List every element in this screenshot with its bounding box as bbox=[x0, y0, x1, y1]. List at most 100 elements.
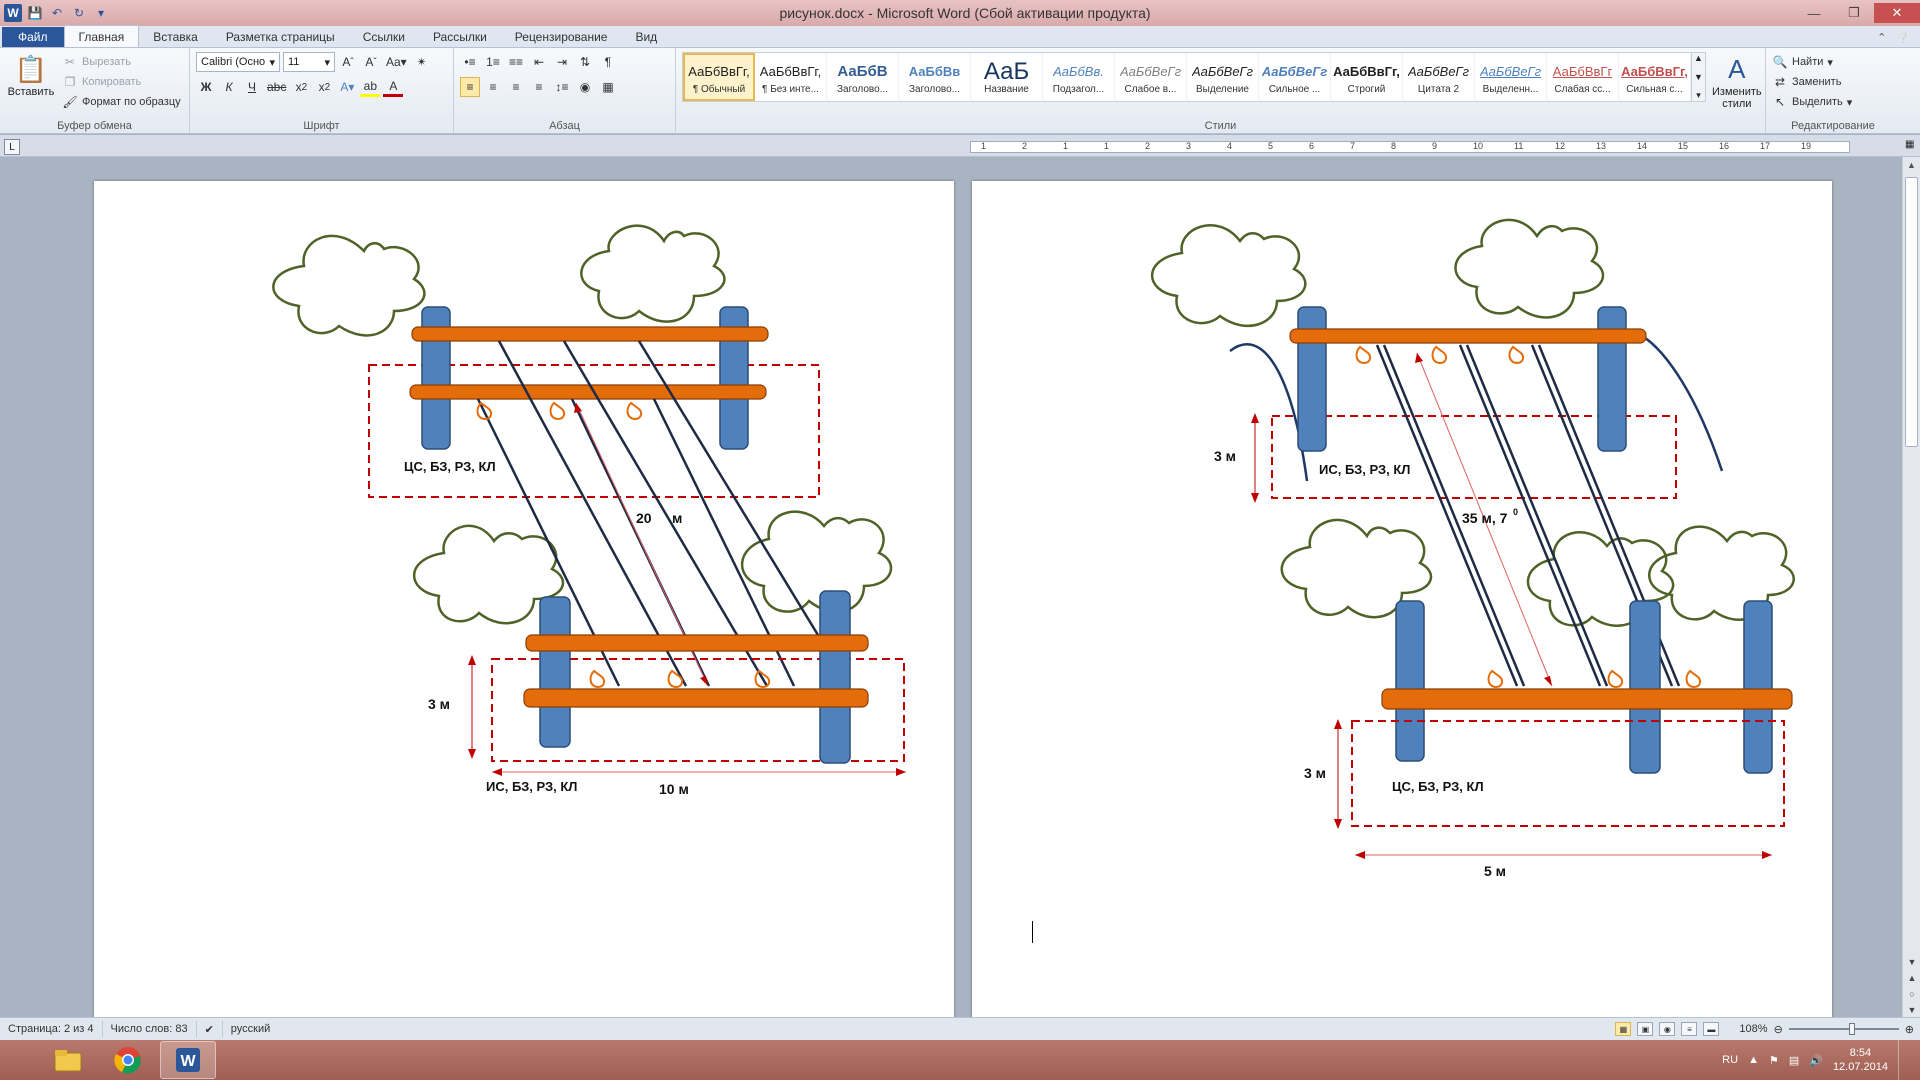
style-intense-reference[interactable]: АаБбВвГг,Сильная с... bbox=[1619, 53, 1691, 101]
zoom-out-icon[interactable]: ⊖ bbox=[1773, 1023, 1783, 1036]
restore-button[interactable]: ❐ bbox=[1848, 5, 1860, 20]
replace-button[interactable]: ⇄Заменить bbox=[1772, 72, 1894, 92]
tab-insert[interactable]: Вставка bbox=[153, 30, 198, 44]
draft-icon[interactable]: ▬ bbox=[1703, 1022, 1720, 1036]
align-center-icon[interactable]: ≡ bbox=[489, 80, 497, 94]
volume-icon[interactable]: 🔊 bbox=[1809, 1054, 1823, 1067]
text-effects-icon[interactable]: A▾ bbox=[340, 80, 355, 94]
borders-icon[interactable]: ▦ bbox=[602, 80, 614, 94]
save-icon[interactable]: 💾 bbox=[27, 6, 43, 20]
word-app-icon[interactable]: W bbox=[4, 4, 22, 22]
scroll-up-icon[interactable]: ▲ bbox=[1907, 160, 1916, 170]
language[interactable]: русский bbox=[230, 1023, 271, 1035]
tab-view[interactable]: Вид bbox=[635, 30, 658, 44]
tab-references[interactable]: Ссылки bbox=[362, 30, 405, 44]
tab-review[interactable]: Рецензирование bbox=[514, 30, 608, 44]
pilcrow-icon[interactable]: ¶ bbox=[604, 55, 612, 69]
tab-selector[interactable]: L bbox=[4, 139, 20, 155]
style-normal[interactable]: АаБбВвГг,¶ Обычный bbox=[683, 53, 755, 101]
web-layout-icon[interactable]: ◉ bbox=[1659, 1022, 1676, 1036]
change-styles-button[interactable]: A Изменить стили bbox=[1712, 53, 1762, 111]
proofing-icon[interactable]: ✔ bbox=[197, 1021, 223, 1037]
increase-indent-icon[interactable]: ⇥ bbox=[556, 55, 568, 69]
justify-icon[interactable]: ≡ bbox=[535, 80, 543, 94]
strikethrough-icon[interactable]: abc bbox=[267, 80, 287, 94]
underline-icon[interactable]: Ч bbox=[248, 80, 256, 94]
shading-icon[interactable]: ◉ bbox=[579, 80, 591, 94]
language-indicator[interactable]: RU bbox=[1722, 1054, 1739, 1066]
cut-button[interactable]: ✂Вырезать bbox=[62, 52, 181, 72]
clock[interactable]: 8:54 12.07.2014 bbox=[1832, 1047, 1888, 1073]
view-ruler-icon[interactable]: ▦ bbox=[1905, 139, 1915, 150]
change-case-icon[interactable]: Aa▾ bbox=[386, 55, 407, 69]
italic-icon[interactable]: К bbox=[225, 80, 233, 94]
bullets-icon[interactable]: •≡ bbox=[464, 55, 476, 69]
line-spacing-icon[interactable]: ↕≡ bbox=[555, 80, 569, 94]
minimize-button[interactable]: — bbox=[1807, 5, 1821, 21]
numbering-icon[interactable]: 1≡ bbox=[486, 55, 500, 69]
sort-icon[interactable]: ⇅ bbox=[579, 55, 591, 69]
chrome-icon[interactable] bbox=[100, 1041, 156, 1079]
word-taskbar-icon[interactable]: W bbox=[160, 1041, 216, 1079]
scroll-thumb[interactable] bbox=[1905, 177, 1918, 447]
find-button[interactable]: 🔍Найти▾ bbox=[1772, 55, 1833, 69]
zoom-in-icon[interactable]: ⊕ bbox=[1904, 1023, 1914, 1036]
redo-icon[interactable]: ↻ bbox=[73, 6, 85, 20]
select-button[interactable]: ↖Выделить▾ bbox=[1772, 92, 1894, 112]
show-desktop-button[interactable] bbox=[1898, 1040, 1910, 1080]
tab-page-layout[interactable]: Разметка страницы bbox=[225, 30, 335, 44]
style-strong[interactable]: АаБбВвГг,Строгий bbox=[1331, 53, 1403, 101]
vertical-scrollbar[interactable]: ▲ ▼ ▲ ○ ▼ bbox=[1902, 157, 1920, 1017]
page-count[interactable]: Страница: 2 из 4 bbox=[0, 1021, 103, 1037]
flag-icon[interactable]: ⚑ bbox=[1768, 1054, 1779, 1067]
outline-icon[interactable]: ≡ bbox=[1681, 1022, 1698, 1036]
decrease-indent-icon[interactable]: ⇤ bbox=[533, 55, 545, 69]
undo-icon[interactable]: ↶ bbox=[51, 6, 63, 20]
paste-button[interactable]: 📋 Вставить bbox=[7, 53, 55, 99]
more-icon[interactable]: ▾ bbox=[1696, 90, 1701, 100]
print-layout-icon[interactable]: ▦ bbox=[1615, 1022, 1632, 1036]
chevron-up-icon[interactable]: ▲ bbox=[1694, 53, 1703, 63]
highlight-icon[interactable]: ab bbox=[360, 77, 381, 97]
tab-home[interactable]: Главная bbox=[63, 25, 140, 47]
next-page-icon[interactable]: ▼ bbox=[1907, 1005, 1917, 1015]
style-no-spacing[interactable]: АаБбВвГг,¶ Без инте... bbox=[755, 53, 827, 101]
tab-file[interactable]: Файл bbox=[2, 27, 64, 47]
font-name-combo[interactable]: Calibri (Осно▾ bbox=[196, 52, 280, 72]
font-size-combo[interactable]: 11▾ bbox=[283, 52, 335, 72]
font-color-icon[interactable]: A bbox=[383, 77, 404, 97]
help-icon[interactable]: ❔ bbox=[1896, 31, 1910, 44]
close-button[interactable]: ✕ bbox=[1874, 3, 1920, 23]
tab-mailings[interactable]: Рассылки bbox=[432, 30, 487, 44]
zoom-slider-thumb[interactable] bbox=[1848, 1023, 1855, 1035]
network-icon[interactable]: ▤ bbox=[1788, 1054, 1800, 1067]
bold-icon[interactable]: Ж bbox=[200, 80, 212, 94]
full-screen-reading-icon[interactable]: ▣ bbox=[1637, 1022, 1654, 1036]
scroll-down-icon[interactable]: ▼ bbox=[1907, 957, 1917, 967]
zoom-slider[interactable] bbox=[1788, 1023, 1899, 1035]
align-right-icon[interactable]: ≡ bbox=[512, 80, 520, 94]
explorer-icon[interactable] bbox=[40, 1041, 96, 1079]
minimize-ribbon-icon[interactable]: ⌃ bbox=[1877, 31, 1887, 44]
chevron-down-icon[interactable]: ▼ bbox=[1694, 71, 1703, 82]
clear-format-icon[interactable]: ✴ bbox=[416, 55, 427, 69]
style-subtitle[interactable]: АаБбВв.Подзагол... bbox=[1043, 53, 1115, 101]
customize-qat-icon[interactable]: ▾ bbox=[97, 6, 105, 20]
copy-button[interactable]: ❐Копировать bbox=[62, 72, 181, 92]
tray-expand-icon[interactable]: ▲ bbox=[1748, 1054, 1759, 1066]
prev-page-icon[interactable]: ▲ bbox=[1907, 973, 1917, 983]
multilevel-list-icon[interactable]: ≡≡ bbox=[508, 55, 523, 69]
align-left-icon[interactable]: ≡ bbox=[460, 77, 480, 97]
